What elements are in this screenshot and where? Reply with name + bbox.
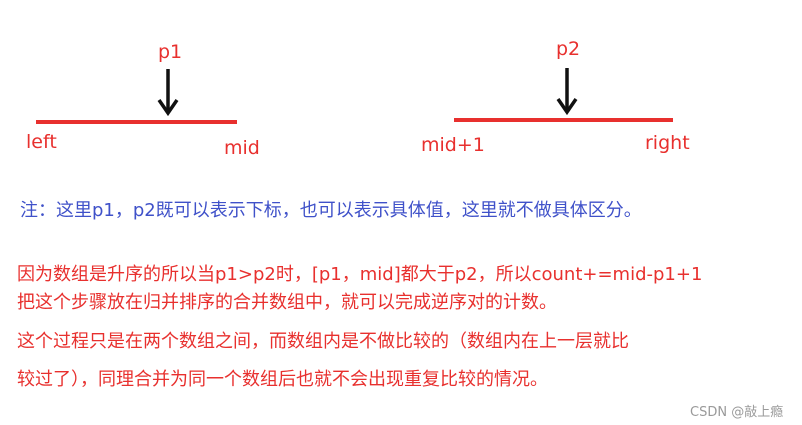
- explanation-line-3: 这个过程只是在两个数组之间，而数组内是不做比较的（数组内在上一层就比: [17, 331, 629, 352]
- arrow-down-icon-p2: [556, 68, 578, 116]
- explanation-line-2: 把这个步骤放在归并排序的合并数组中，就可以完成逆序对的计数。: [17, 292, 557, 313]
- right-subarray-line: [454, 118, 673, 122]
- arrow-down-icon-p1: [157, 69, 179, 117]
- label-p1: p1: [158, 41, 183, 63]
- explanation-line-4: 较过了），同理合并为同一个数组后也就不会出现重复比较的情况。: [17, 369, 548, 390]
- label-left: left: [26, 131, 57, 153]
- label-mid-plus-1: mid+1: [421, 134, 485, 156]
- label-right: right: [645, 132, 690, 154]
- label-p2: p2: [556, 38, 581, 60]
- label-mid: mid: [224, 137, 260, 159]
- note-text: 注：这里p1，p2既可以表示下标，也可以表示具体值，这里就不做具体区分。: [20, 200, 642, 221]
- left-subarray-line: [36, 120, 237, 124]
- explanation-line-1: 因为数组是升序的所以当p1>p2时，[p1，mid]都大于p2，所以count+…: [17, 264, 703, 285]
- watermark: CSDN @敲上瘾: [690, 405, 784, 420]
